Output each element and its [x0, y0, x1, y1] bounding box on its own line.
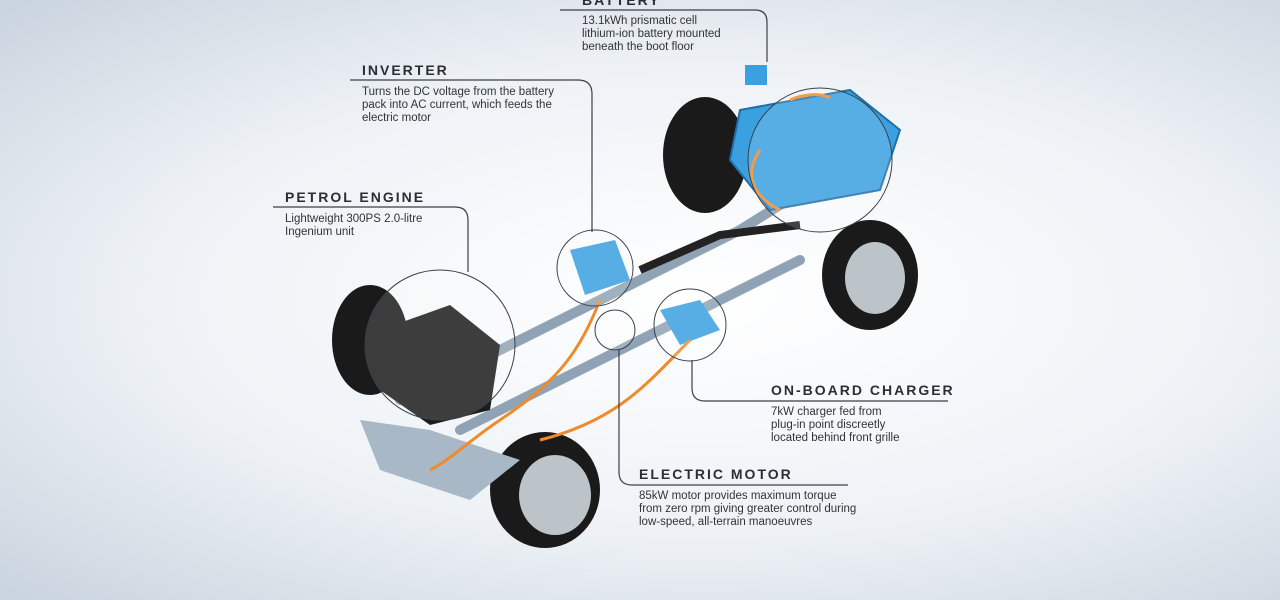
inverter-desc-line: electric motor	[362, 112, 432, 124]
charger-callout: ON-BOARD CHARGER 7kW charger fed from pl…	[771, 382, 955, 445]
battery-desc-line: lithium-ion battery mounted	[582, 28, 721, 40]
petrol-engine-block	[380, 305, 500, 425]
battery-desc-line: 13.1kWh prismatic cell	[582, 15, 698, 27]
battery-module	[745, 65, 767, 85]
inverter-title: INVERTER	[362, 62, 449, 78]
battery-desc-line: beneath the boot floor	[582, 41, 694, 53]
battery-pack	[728, 88, 902, 212]
engine-subframe	[360, 420, 520, 500]
petrol-engine-desc-line: Ingenium unit	[285, 226, 355, 238]
inverter-unit	[570, 240, 630, 295]
highlight-circles	[364, 87, 893, 421]
battery-callout: BATTERY 13.1kWh prismatic cell lithium-i…	[582, 0, 721, 54]
driveshaft	[638, 221, 801, 274]
hv-cables	[429, 93, 831, 472]
motor-desc-line: 85kW motor provides maximum torque	[639, 490, 837, 502]
inverter-desc-line: Turns the DC voltage from the battery	[362, 86, 554, 98]
charger-desc-line: plug-in point discreetly	[771, 419, 886, 431]
battery-title: BATTERY	[582, 0, 661, 8]
petrol-engine-callout: PETROL ENGINE Lightweight 300PS 2.0-litr…	[285, 189, 425, 239]
inverter-desc-line: pack into AC current, which feeds the	[362, 99, 552, 111]
charger-unit	[660, 300, 720, 345]
charger-desc-line: 7kW charger fed from	[771, 406, 882, 418]
inverter-callout: INVERTER Turns the DC voltage from the b…	[362, 62, 554, 125]
petrol-engine-title: PETROL ENGINE	[285, 189, 426, 205]
motor-desc-line: low-speed, all-terrain manoeuvres	[639, 516, 813, 528]
leader-lines	[273, 9, 948, 486]
motor-callout: ELECTRIC MOTOR 85kW motor provides maxim…	[639, 466, 856, 529]
motor-title: ELECTRIC MOTOR	[639, 466, 793, 482]
motor-desc-line: from zero rpm giving greater control dur…	[639, 503, 857, 515]
charger-desc-line: located behind front grille	[771, 432, 900, 444]
charger-title: ON-BOARD CHARGER	[771, 382, 955, 398]
petrol-engine-desc-line: Lightweight 300PS 2.0-litre	[285, 213, 423, 225]
